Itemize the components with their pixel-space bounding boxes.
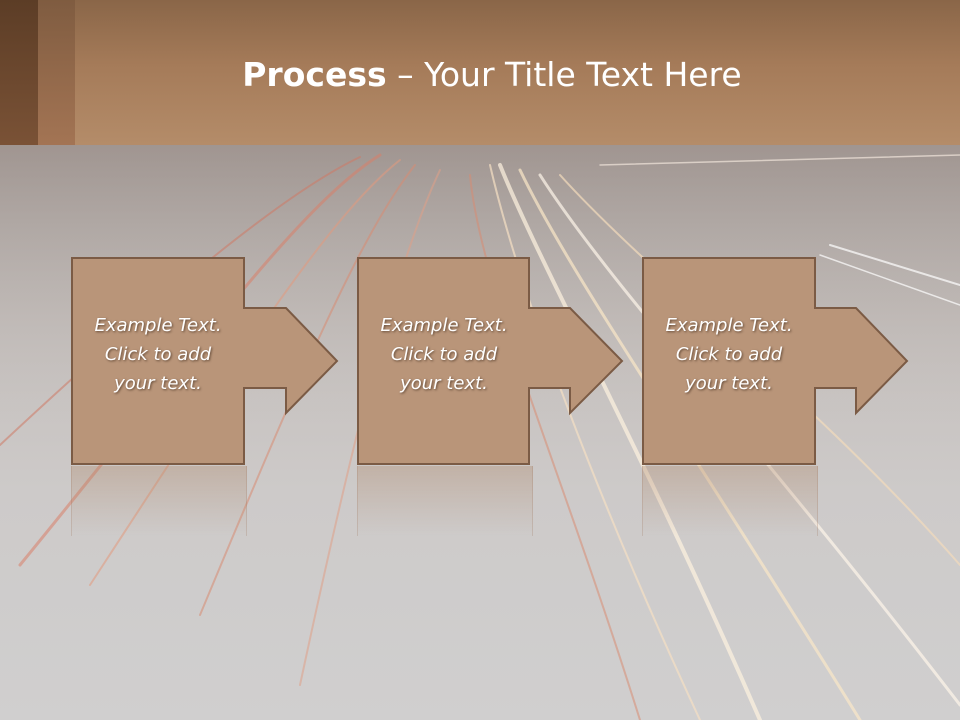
title-rest: – Your Title Text Here	[386, 55, 742, 94]
step-reflection	[357, 466, 533, 536]
step-reflection	[71, 466, 247, 536]
title-banner	[0, 0, 960, 145]
process-step-3[interactable]: Example Text. Click to add your text.	[642, 257, 909, 465]
arrow-box-shape	[642, 257, 909, 465]
step-text[interactable]: Example Text. Click to add your text.	[665, 315, 793, 394]
banner-accent-dark	[0, 0, 38, 145]
process-step-1[interactable]: Example Text. Click to add your text.	[71, 257, 339, 465]
step-text[interactable]: Example Text. Click to add your text.	[380, 315, 508, 394]
banner-accent-light	[38, 0, 75, 145]
process-step-2[interactable]: Example Text. Click to add your text.	[357, 257, 624, 465]
arrow-box-shape	[71, 257, 339, 465]
arrow-box-shape	[357, 257, 624, 465]
step-reflection	[642, 466, 818, 536]
slide-title[interactable]: Process – Your Title Text Here	[0, 54, 960, 96]
title-bold: Process	[242, 55, 387, 94]
step-text[interactable]: Example Text. Click to add your text.	[94, 315, 222, 394]
